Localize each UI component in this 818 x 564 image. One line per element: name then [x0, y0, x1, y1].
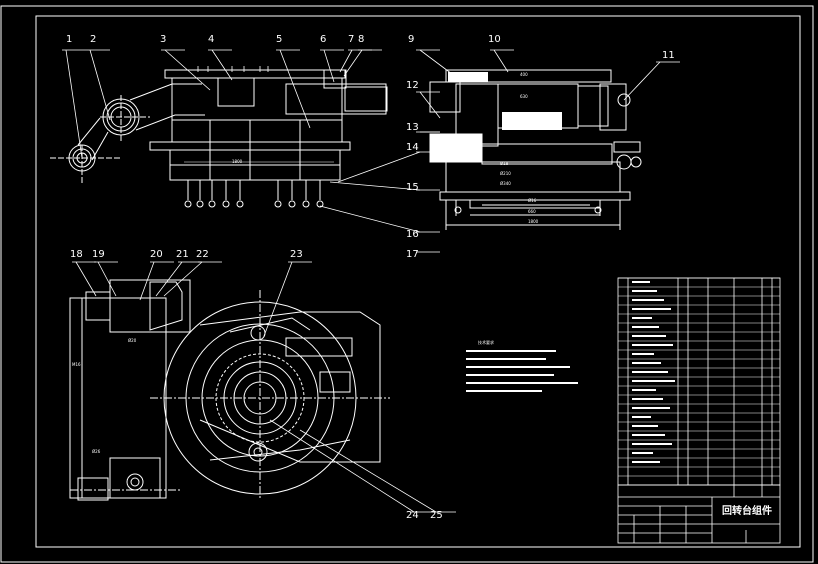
parts-row-text [632, 407, 670, 409]
leader-12 [419, 91, 441, 119]
leader-7 [339, 49, 353, 73]
parts-row-text [632, 380, 675, 382]
side-dim-w3: 1800 [528, 219, 539, 224]
leader-5 [279, 49, 311, 129]
leader-23 [263, 261, 293, 337]
callout-24: 24 [406, 510, 419, 521]
callout-17: 17 [406, 249, 419, 260]
side-dim-h2: 400 [520, 72, 528, 77]
leader-8 [343, 49, 363, 77]
leader-10 [493, 49, 509, 73]
callout-23: 23 [290, 249, 303, 260]
callout-12: 12 [406, 80, 419, 91]
leader-25 [299, 429, 437, 513]
parts-row-text [632, 398, 663, 400]
plan-dim-left: M16 [72, 362, 81, 367]
leader-4 [211, 49, 233, 81]
callout-22: 22 [196, 249, 209, 260]
parts-row-text [632, 362, 661, 364]
side-dim-d2: Ø210 [500, 171, 511, 176]
callout-1: 1 [66, 34, 72, 45]
callout-19: 19 [92, 249, 105, 260]
leader-16 [319, 205, 421, 233]
plan-view [69, 279, 390, 501]
callout-20: 20 [150, 249, 163, 260]
callout-2: 2 [90, 34, 96, 45]
drawing-frame [0, 5, 814, 563]
callout-14: 14 [406, 142, 419, 153]
leader-3 [164, 49, 211, 91]
plan-dim-b: Ø26 [92, 449, 101, 454]
callout-5: 5 [276, 34, 282, 45]
front-view [50, 66, 388, 208]
parts-row-text [632, 452, 653, 454]
parts-row-text [632, 308, 671, 310]
callout-3: 3 [160, 34, 166, 45]
callout-8: 8 [358, 34, 364, 45]
leader-14 [337, 151, 421, 183]
side-dim-w2: 660 [528, 209, 536, 214]
leader-21 [155, 261, 183, 297]
callout-18: 18 [70, 249, 83, 260]
front-dim-width: 1800 [232, 159, 243, 164]
parts-row-text [632, 335, 666, 337]
leader-2 [89, 49, 111, 121]
parts-row-text [632, 353, 654, 355]
leader-6 [323, 49, 335, 83]
parts-row-text [632, 389, 656, 391]
drawing-title: 回转台组件 [722, 504, 772, 517]
parts-row-text [632, 371, 668, 373]
leader-lines [62, 49, 680, 513]
callout-6: 6 [320, 34, 326, 45]
parts-row-text [632, 317, 652, 319]
callout-10: 10 [488, 34, 501, 45]
parts-row-text [632, 290, 657, 292]
plan-dim-a: Ø20 [128, 338, 137, 343]
leader-24 [269, 419, 415, 513]
leader-20 [139, 261, 155, 301]
callout-4: 4 [208, 34, 214, 45]
side-view [429, 69, 642, 230]
parts-row-text [632, 416, 651, 418]
callout-11: 11 [662, 50, 675, 61]
leader-18 [75, 261, 97, 297]
callout-7: 7 [348, 34, 354, 45]
parts-row-text [632, 443, 672, 445]
parts-row-text [632, 281, 650, 283]
parts-row-text [632, 326, 659, 328]
callout-21: 21 [176, 249, 189, 260]
callout-25: 25 [430, 510, 443, 521]
leader-22 [163, 261, 203, 297]
leader-9 [419, 49, 453, 75]
side-dim-h1: 630 [520, 94, 528, 99]
parts-row-text [632, 461, 660, 463]
parts-row-text [632, 434, 665, 436]
callout-16: 16 [406, 229, 419, 240]
callout-9: 9 [408, 34, 414, 45]
parts-row-text [632, 344, 673, 346]
technical-notes: 技术要求 [466, 339, 578, 392]
parts-row-text [632, 299, 664, 301]
side-dim-d3: Ø340 [500, 181, 511, 186]
callout-15: 15 [406, 182, 419, 193]
side-dim-d1: Ø18 [500, 161, 509, 166]
leader-1 [65, 49, 83, 159]
callout-13: 13 [406, 122, 419, 133]
parts-list-rows [618, 277, 780, 477]
side-dim-w1: Ø16 [528, 198, 537, 203]
svg-text:技术要求: 技术要求 [478, 339, 494, 345]
parts-row-text [632, 425, 658, 427]
leader-15 [329, 181, 421, 191]
leader-19 [97, 261, 117, 297]
leader-11 [623, 61, 661, 101]
